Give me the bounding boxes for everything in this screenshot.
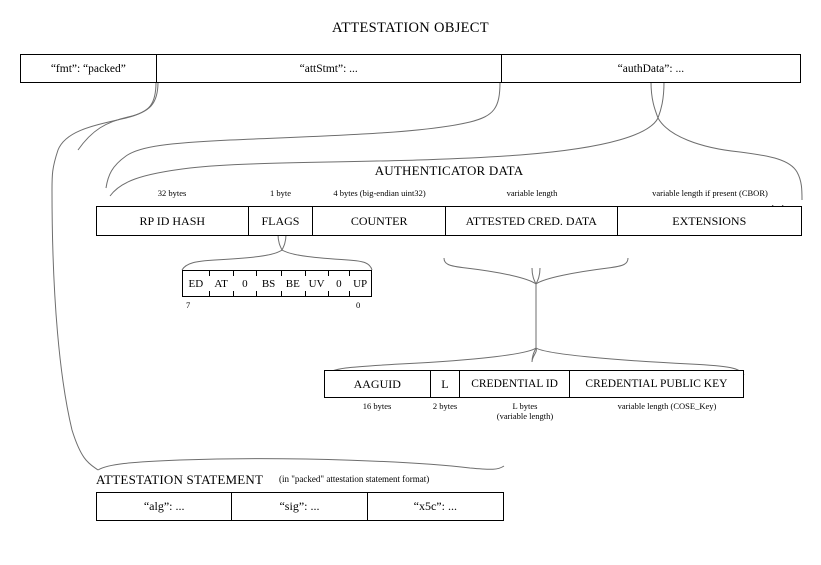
- connector-attstmt-down: [51, 189, 99, 471]
- attested-credential-data-cell-credential-id[interactable]: CREDENTIAL ID: [460, 371, 570, 397]
- connector-acd-upper-left: [443, 257, 537, 285]
- flag-bit-bs[interactable]: BS: [256, 271, 281, 296]
- connector-acd-lower-peak: [531, 347, 537, 363]
- authenticator-data-row: RP ID HASH FLAGS COUNTER ATTESTED CRED. …: [96, 206, 802, 236]
- caption-credential-id-line1: L bytes: [512, 401, 538, 411]
- flag-bit-ed[interactable]: ED: [188, 277, 204, 290]
- attestation-statement-title: ATTESTATION STATEMENT: [96, 472, 264, 487]
- authenticator-data-cell-flags[interactable]: FLAGS: [249, 207, 314, 235]
- attestation-statement-row: “alg”: ... “sig”: ... “x5c”: ...: [96, 492, 504, 521]
- attested-credential-data-cell-credential-public-key[interactable]: CREDENTIAL PUBLIC KEY: [585, 378, 728, 390]
- caption-credential-id-line2: (variable length): [496, 410, 554, 421]
- connector-flags-left: [181, 249, 283, 271]
- caption-counter: 4 bytes (big-endian uint32): [333, 188, 426, 198]
- authenticator-data-cell-rp-id-hash[interactable]: RP ID HASH: [97, 207, 249, 235]
- caption-aaguid: 16 bytes: [362, 401, 392, 411]
- flag-bit-rfu2[interactable]: 0: [233, 271, 256, 296]
- attestation-object-cell-authdata[interactable]: “authData”: ...: [617, 62, 685, 75]
- attestation-statement-cell-x5c[interactable]: “x5c”: ...: [413, 499, 457, 513]
- attested-credential-data-cell-aaguid[interactable]: AAGUID: [325, 371, 431, 397]
- caption-credential-public-key: variable length (COSE_Key): [617, 401, 717, 411]
- connector-acd-upper-right: [535, 257, 629, 285]
- connector-acd-upper-peak: [531, 267, 541, 286]
- attested-credential-data-row: AAGUID L CREDENTIAL ID CREDENTIAL PUBLIC…: [324, 370, 744, 398]
- authenticator-data-cell-extensions[interactable]: EXTENSIONS: [672, 213, 747, 228]
- authenticator-data-cell-counter[interactable]: COUNTER: [313, 207, 446, 235]
- flags-bits-row: ED AT 0 BS BE UV 0 UP: [182, 270, 372, 297]
- caption-attested-cred-data: variable length: [506, 188, 558, 198]
- attestation-object-cell-fmt[interactable]: “fmt”: “packed”: [21, 55, 157, 82]
- attestation-statement-subtitle: (in "packed" attestation statement forma…: [279, 474, 430, 484]
- connector-attstmt-right: [97, 458, 505, 471]
- attestation-object-row: “fmt”: “packed” “attStmt”: ... “authData…: [20, 54, 801, 83]
- connector-flags-peak: [277, 233, 287, 252]
- connector-authdata-peak: [650, 81, 665, 120]
- caption-credential-id: L bytes (variable length): [470, 401, 580, 422]
- caption-l: 2 bytes: [432, 401, 458, 411]
- flag-bit-be[interactable]: BE: [280, 271, 305, 296]
- caption-extensions: variable length if present (CBOR): [652, 188, 768, 198]
- flag-bit-index-high: 7: [186, 300, 191, 310]
- connector-flags-right: [281, 249, 373, 271]
- connector-fmt: [77, 81, 157, 151]
- attested-credential-data-cell-l[interactable]: L: [431, 371, 461, 397]
- attestation-statement-cell-sig[interactable]: “sig”: ...: [232, 493, 368, 520]
- connector-authdata-left: [109, 117, 659, 197]
- caption-rp-id-hash: 32 bytes: [157, 188, 187, 198]
- caption-flags: 1 byte: [269, 188, 291, 198]
- flag-bit-index-low: 0: [356, 300, 361, 310]
- flag-bit-at[interactable]: AT: [208, 271, 234, 296]
- flag-bit-rfu1[interactable]: 0: [328, 271, 349, 296]
- authenticator-data-title: AUTHENTICATOR DATA: [374, 163, 524, 178]
- attestation-object-cell-attstmt[interactable]: “attStmt”: ...: [157, 55, 502, 82]
- authenticator-data-cell-attested-cred-data[interactable]: ATTESTED CRED. DATA: [446, 207, 618, 235]
- attestation-statement-cell-alg[interactable]: “alg”: ...: [97, 493, 233, 520]
- flag-bit-up[interactable]: UP: [349, 271, 371, 296]
- page-title: ATTESTATION OBJECT: [332, 20, 489, 36]
- flag-bit-uv[interactable]: UV: [304, 271, 329, 296]
